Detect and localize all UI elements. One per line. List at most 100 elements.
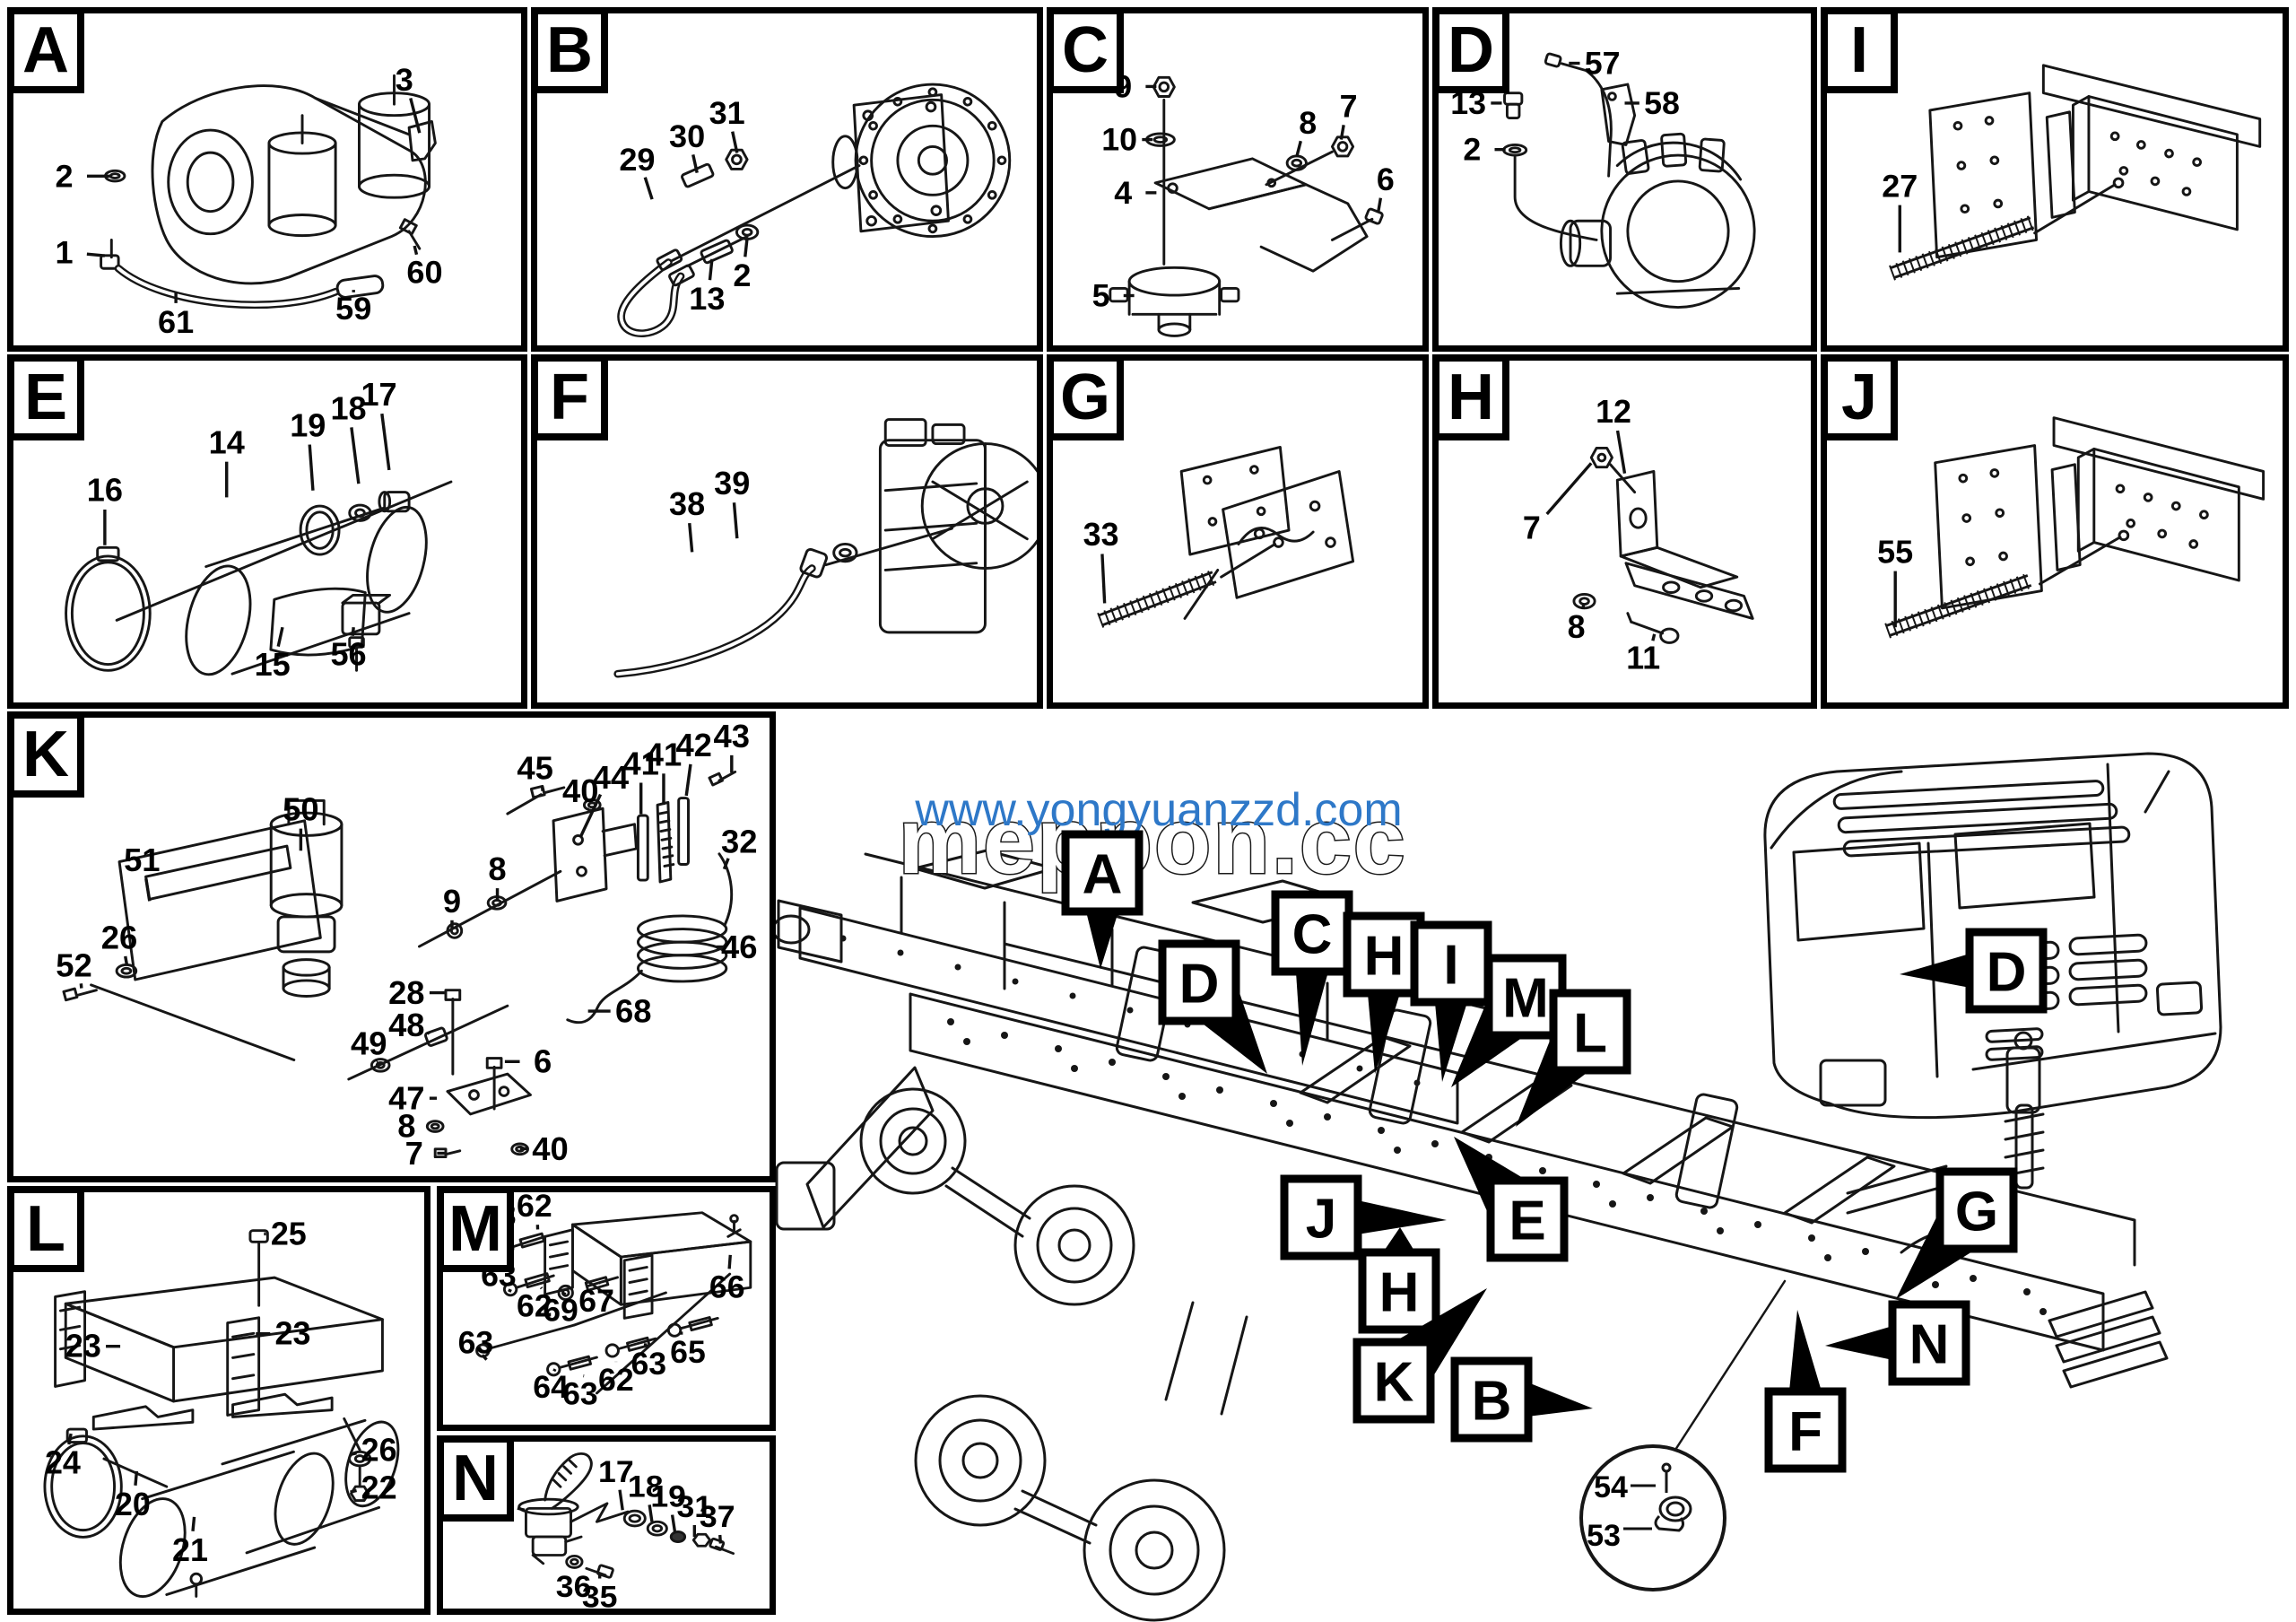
part-number-label: 29 xyxy=(619,142,655,178)
callout-pointer xyxy=(1825,1326,1892,1360)
part-leader-line xyxy=(481,1354,488,1361)
part-number-label: 23 xyxy=(65,1329,101,1365)
part-number-label: 20 xyxy=(115,1487,151,1522)
panel-letter-box: M xyxy=(437,1186,514,1272)
part-number-label: 14 xyxy=(209,425,245,461)
part-number-label: 50 xyxy=(283,791,318,828)
part-number-label: 12 xyxy=(1596,394,1631,430)
panel-sketch: 91048765 xyxy=(1092,68,1395,337)
part-number-label: 8 xyxy=(1568,609,1586,645)
part-number-label: 44 xyxy=(593,759,629,796)
part-number-label: 63 xyxy=(458,1326,494,1361)
callout-h: H xyxy=(1358,1227,1440,1334)
panel-m: 63626362696766636463626365M xyxy=(437,1186,776,1431)
part-number-label: 19 xyxy=(650,1479,686,1513)
watermark-brand: meppon.cc xyxy=(899,789,1407,894)
part-leader-line xyxy=(688,522,694,553)
part-leader-line xyxy=(350,1452,357,1456)
part-number-label: 18 xyxy=(330,390,366,426)
part-number-label: 2 xyxy=(56,158,74,194)
callout-box xyxy=(1061,830,1144,916)
part-number-label: 56 xyxy=(330,637,366,673)
part-number-label: 4 xyxy=(1114,175,1132,211)
part-number-label: 62 xyxy=(598,1363,634,1398)
part-number-label: 8 xyxy=(488,850,506,887)
callout-box xyxy=(1271,890,1353,976)
callout-letter: C xyxy=(1292,904,1333,966)
panel-sketch: 33 xyxy=(1083,446,1355,628)
part-leader-line xyxy=(708,258,714,281)
callout-letter: I xyxy=(1443,935,1458,997)
part-number-label: 10 xyxy=(1101,122,1137,158)
part-leader-line xyxy=(722,858,730,870)
callout-pointer xyxy=(1295,972,1329,1066)
part-leader-line xyxy=(380,413,391,471)
callout-pointer xyxy=(1451,997,1526,1087)
callout-pointer xyxy=(1394,1288,1487,1381)
part-number-label: 13 xyxy=(689,281,725,317)
part-leader-line xyxy=(562,1291,567,1295)
callout-letter: K xyxy=(1374,1352,1414,1414)
part-number-label: 43 xyxy=(714,718,750,754)
part-number-label: 41 xyxy=(646,736,682,772)
part-number-label: 57 xyxy=(1585,46,1621,82)
part-leader-line xyxy=(718,1534,723,1544)
callout-pointer xyxy=(1528,1382,1593,1417)
panel-letter: A xyxy=(22,14,69,86)
part-leader-line xyxy=(276,626,284,647)
callout-letter: H xyxy=(1364,926,1405,988)
part-leader-line xyxy=(124,955,129,966)
callout-m: M xyxy=(1451,954,1567,1087)
part-number-label: 63 xyxy=(631,1347,666,1382)
part-number-label: 63 xyxy=(562,1377,598,1412)
detail-circle xyxy=(1579,1444,1726,1591)
part-number-label: 24 xyxy=(45,1445,81,1481)
part-number-label: 16 xyxy=(87,473,123,509)
part-number-label: 26 xyxy=(101,920,137,956)
panel-letter: L xyxy=(26,1193,65,1265)
part-number-label: 7 xyxy=(1523,510,1541,546)
callout-letter: F xyxy=(1788,1401,1822,1463)
part-number-label: 48 xyxy=(388,1007,424,1043)
part-leader-line xyxy=(744,239,749,257)
part-number-label: 69 xyxy=(543,1294,578,1329)
callout-box xyxy=(1935,1167,2018,1253)
panel-letter: I xyxy=(1849,14,1868,86)
panel-letter-box: J xyxy=(1821,354,1898,440)
callout-letter: E xyxy=(1509,1190,1545,1252)
callout-h: H xyxy=(1343,911,1425,1074)
part-number-label: 31 xyxy=(677,1489,713,1523)
part-leader-line xyxy=(670,1514,677,1532)
callout-d: D xyxy=(1158,939,1267,1074)
part-number-label: 32 xyxy=(721,824,757,860)
callout-pointer xyxy=(1367,993,1401,1074)
part-number-label: 27 xyxy=(1882,169,1918,205)
part-leader-line xyxy=(375,1060,378,1063)
part-number-label: 7 xyxy=(405,1135,423,1172)
callout-letter: H xyxy=(1379,1262,1420,1324)
callout-letter: B xyxy=(1472,1371,1512,1433)
part-leader-line xyxy=(191,1516,196,1531)
panel-letter: M xyxy=(448,1193,502,1265)
panel-letter-box: G xyxy=(1047,354,1124,440)
callout-pointer xyxy=(1896,1210,1977,1299)
callout-letter: J xyxy=(1306,1189,1336,1251)
callout-box xyxy=(1764,1387,1847,1473)
part-leader-line xyxy=(643,177,654,200)
panel-letter: H xyxy=(1448,362,1494,433)
panel-letter-box: A xyxy=(7,7,84,93)
callout-letter: N xyxy=(1909,1314,1950,1376)
part-number-label: 26 xyxy=(361,1433,397,1469)
panel-letter-box: I xyxy=(1821,7,1898,93)
callout-letter: A xyxy=(1083,844,1123,906)
